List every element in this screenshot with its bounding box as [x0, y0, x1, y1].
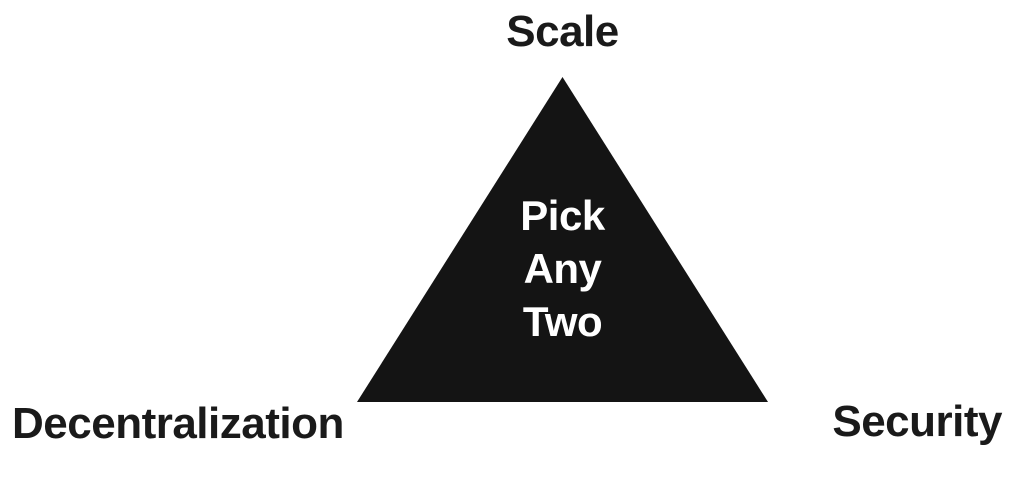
top-vertex-label: Scale	[506, 7, 619, 56]
center-text-line-1: Pick	[520, 192, 605, 239]
bottom-left-vertex-label: Decentralization	[12, 399, 344, 448]
center-text-line-2: Any	[523, 245, 602, 292]
center-text-line-3: Two	[522, 298, 603, 345]
triangle-center-text: Pick Any Two	[357, 77, 768, 402]
bottom-right-vertex-label: Security	[832, 397, 1002, 446]
